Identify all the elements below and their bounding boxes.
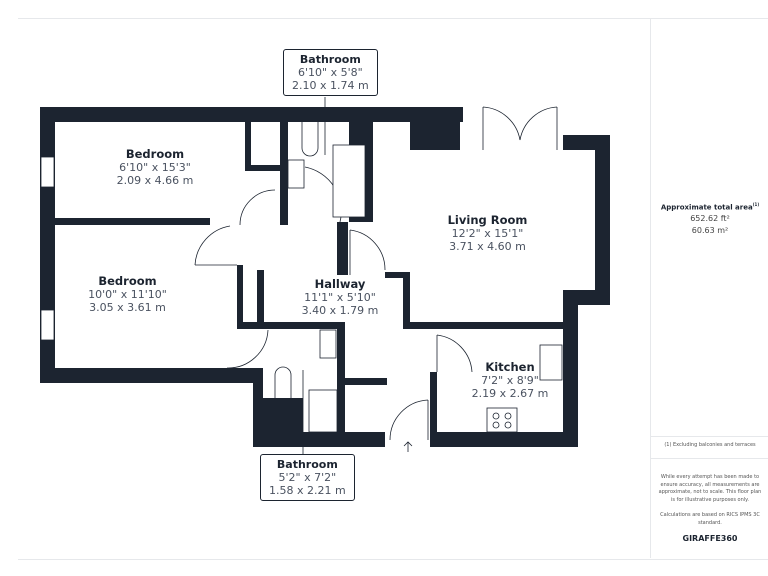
wall (280, 122, 288, 225)
door-arc (349, 229, 386, 275)
divider (651, 436, 768, 437)
wall (410, 107, 460, 150)
room-name: Bedroom (98, 274, 157, 288)
wall (40, 368, 263, 383)
wall (430, 372, 437, 447)
room-imperial: 7'2" x 8'9" (481, 374, 539, 387)
door-arc (436, 334, 473, 373)
info-panel: Approximate total area(1) 652.62 ft² 60.… (650, 18, 768, 558)
windows (40, 156, 55, 341)
room-imperial: 6'10" x 5'8" (298, 66, 363, 79)
divider (651, 458, 768, 459)
room-imperial: 11'1" x 5'10" (304, 291, 376, 304)
wall (40, 107, 55, 383)
room-label-bedroom-1: Bedroom 6'10" x 15'3" 2.09 x 4.66 m (80, 147, 230, 188)
kitchen-sink (539, 344, 563, 381)
room-label-bathroom-2: Bathroom 5'2" x 7'2" 1.58 x 2.21 m (260, 454, 355, 501)
wall (345, 378, 387, 385)
standard-note: Calculations are based on RICS IPMS 3C s… (660, 512, 760, 526)
hob (486, 407, 518, 433)
wall (403, 272, 410, 329)
area-title: Approximate total area (660, 203, 753, 212)
room-metric: 3.71 x 4.60 m (449, 240, 526, 253)
wall (385, 272, 410, 278)
toilet (274, 366, 292, 398)
room-label-kitchen: Kitchen 7'2" x 8'9" 2.19 x 2.67 m (465, 360, 555, 401)
hob-ring (492, 412, 500, 420)
bathtub (332, 144, 366, 218)
room-metric: 2.10 x 1.74 m (292, 79, 369, 92)
wall (237, 265, 243, 328)
room-label-bedroom-2: Bedroom 10'0" x 11'10" 3.05 x 3.61 m (55, 274, 200, 315)
wall (55, 218, 210, 225)
room-imperial: 5'2" x 7'2" (278, 471, 337, 484)
room-name: Kitchen (485, 360, 535, 374)
window (40, 309, 55, 341)
room-label-hallway: Hallway 11'1" x 5'10" 3.40 x 1.79 m (270, 277, 410, 318)
sink (287, 159, 305, 189)
wall (430, 432, 578, 447)
room-name: Bedroom (125, 147, 185, 161)
toilet (301, 122, 319, 157)
brand-logo: GIRAFFE360 (682, 534, 738, 543)
room-metric: 1.58 x 2.21 m (269, 484, 346, 497)
shower-tray (308, 389, 338, 433)
room-imperial: 12'2" x 15'1" (451, 227, 524, 240)
area-ft: 652.62 ft² (690, 214, 730, 224)
room-label-living-room: Living Room 12'2" x 15'1" 3.71 x 4.60 m (420, 213, 555, 254)
room-name: Bathroom (276, 458, 338, 471)
patio-door-left (482, 106, 521, 150)
wall (245, 165, 280, 171)
total-area: Approximate total area(1) 652.62 ft² 60.… (651, 202, 768, 235)
room-metric: 2.19 x 2.67 m (471, 387, 549, 400)
room-metric: 3.40 x 1.79 m (301, 304, 379, 317)
hob-ring (504, 421, 512, 429)
page-frame (18, 18, 768, 560)
wall (595, 135, 610, 305)
room-name: Hallway (314, 277, 366, 291)
wall (337, 322, 345, 442)
wall (40, 107, 463, 122)
patio-door-right (519, 106, 558, 150)
fixtures (274, 122, 563, 433)
room-metric: 3.05 x 3.61 m (89, 301, 166, 314)
wall (257, 270, 264, 328)
wall (337, 222, 348, 275)
footnote: (1) Excluding balconies and terraces (664, 442, 756, 448)
disclaimer: While every attempt has been made to ens… (658, 474, 762, 503)
wall (253, 432, 385, 447)
front-door-arc (389, 399, 429, 441)
hob-ring (492, 421, 500, 429)
room-name: Bathroom (299, 53, 361, 66)
room-label-bathroom-1: Bathroom 6'10" x 5'8" 2.10 x 1.74 m (283, 49, 378, 96)
entrance-arrow-icon (403, 441, 413, 452)
door-arc (194, 225, 237, 266)
room-metric: 2.09 x 4.66 m (116, 174, 194, 187)
sink (319, 329, 337, 359)
wall (403, 322, 578, 329)
wall (245, 122, 251, 170)
area-m: 60.63 m² (691, 226, 729, 236)
room-imperial: 10'0" x 11'10" (88, 288, 167, 301)
area-footnote-ref: (1) (752, 202, 760, 207)
window (40, 156, 55, 188)
room-name: Living Room (447, 213, 528, 227)
door-arc (226, 329, 269, 369)
door-arc (239, 189, 276, 226)
wall (237, 322, 345, 329)
room-imperial: 6'10" x 15'3" (119, 161, 191, 174)
wall (563, 290, 578, 447)
hob-ring (504, 412, 512, 420)
